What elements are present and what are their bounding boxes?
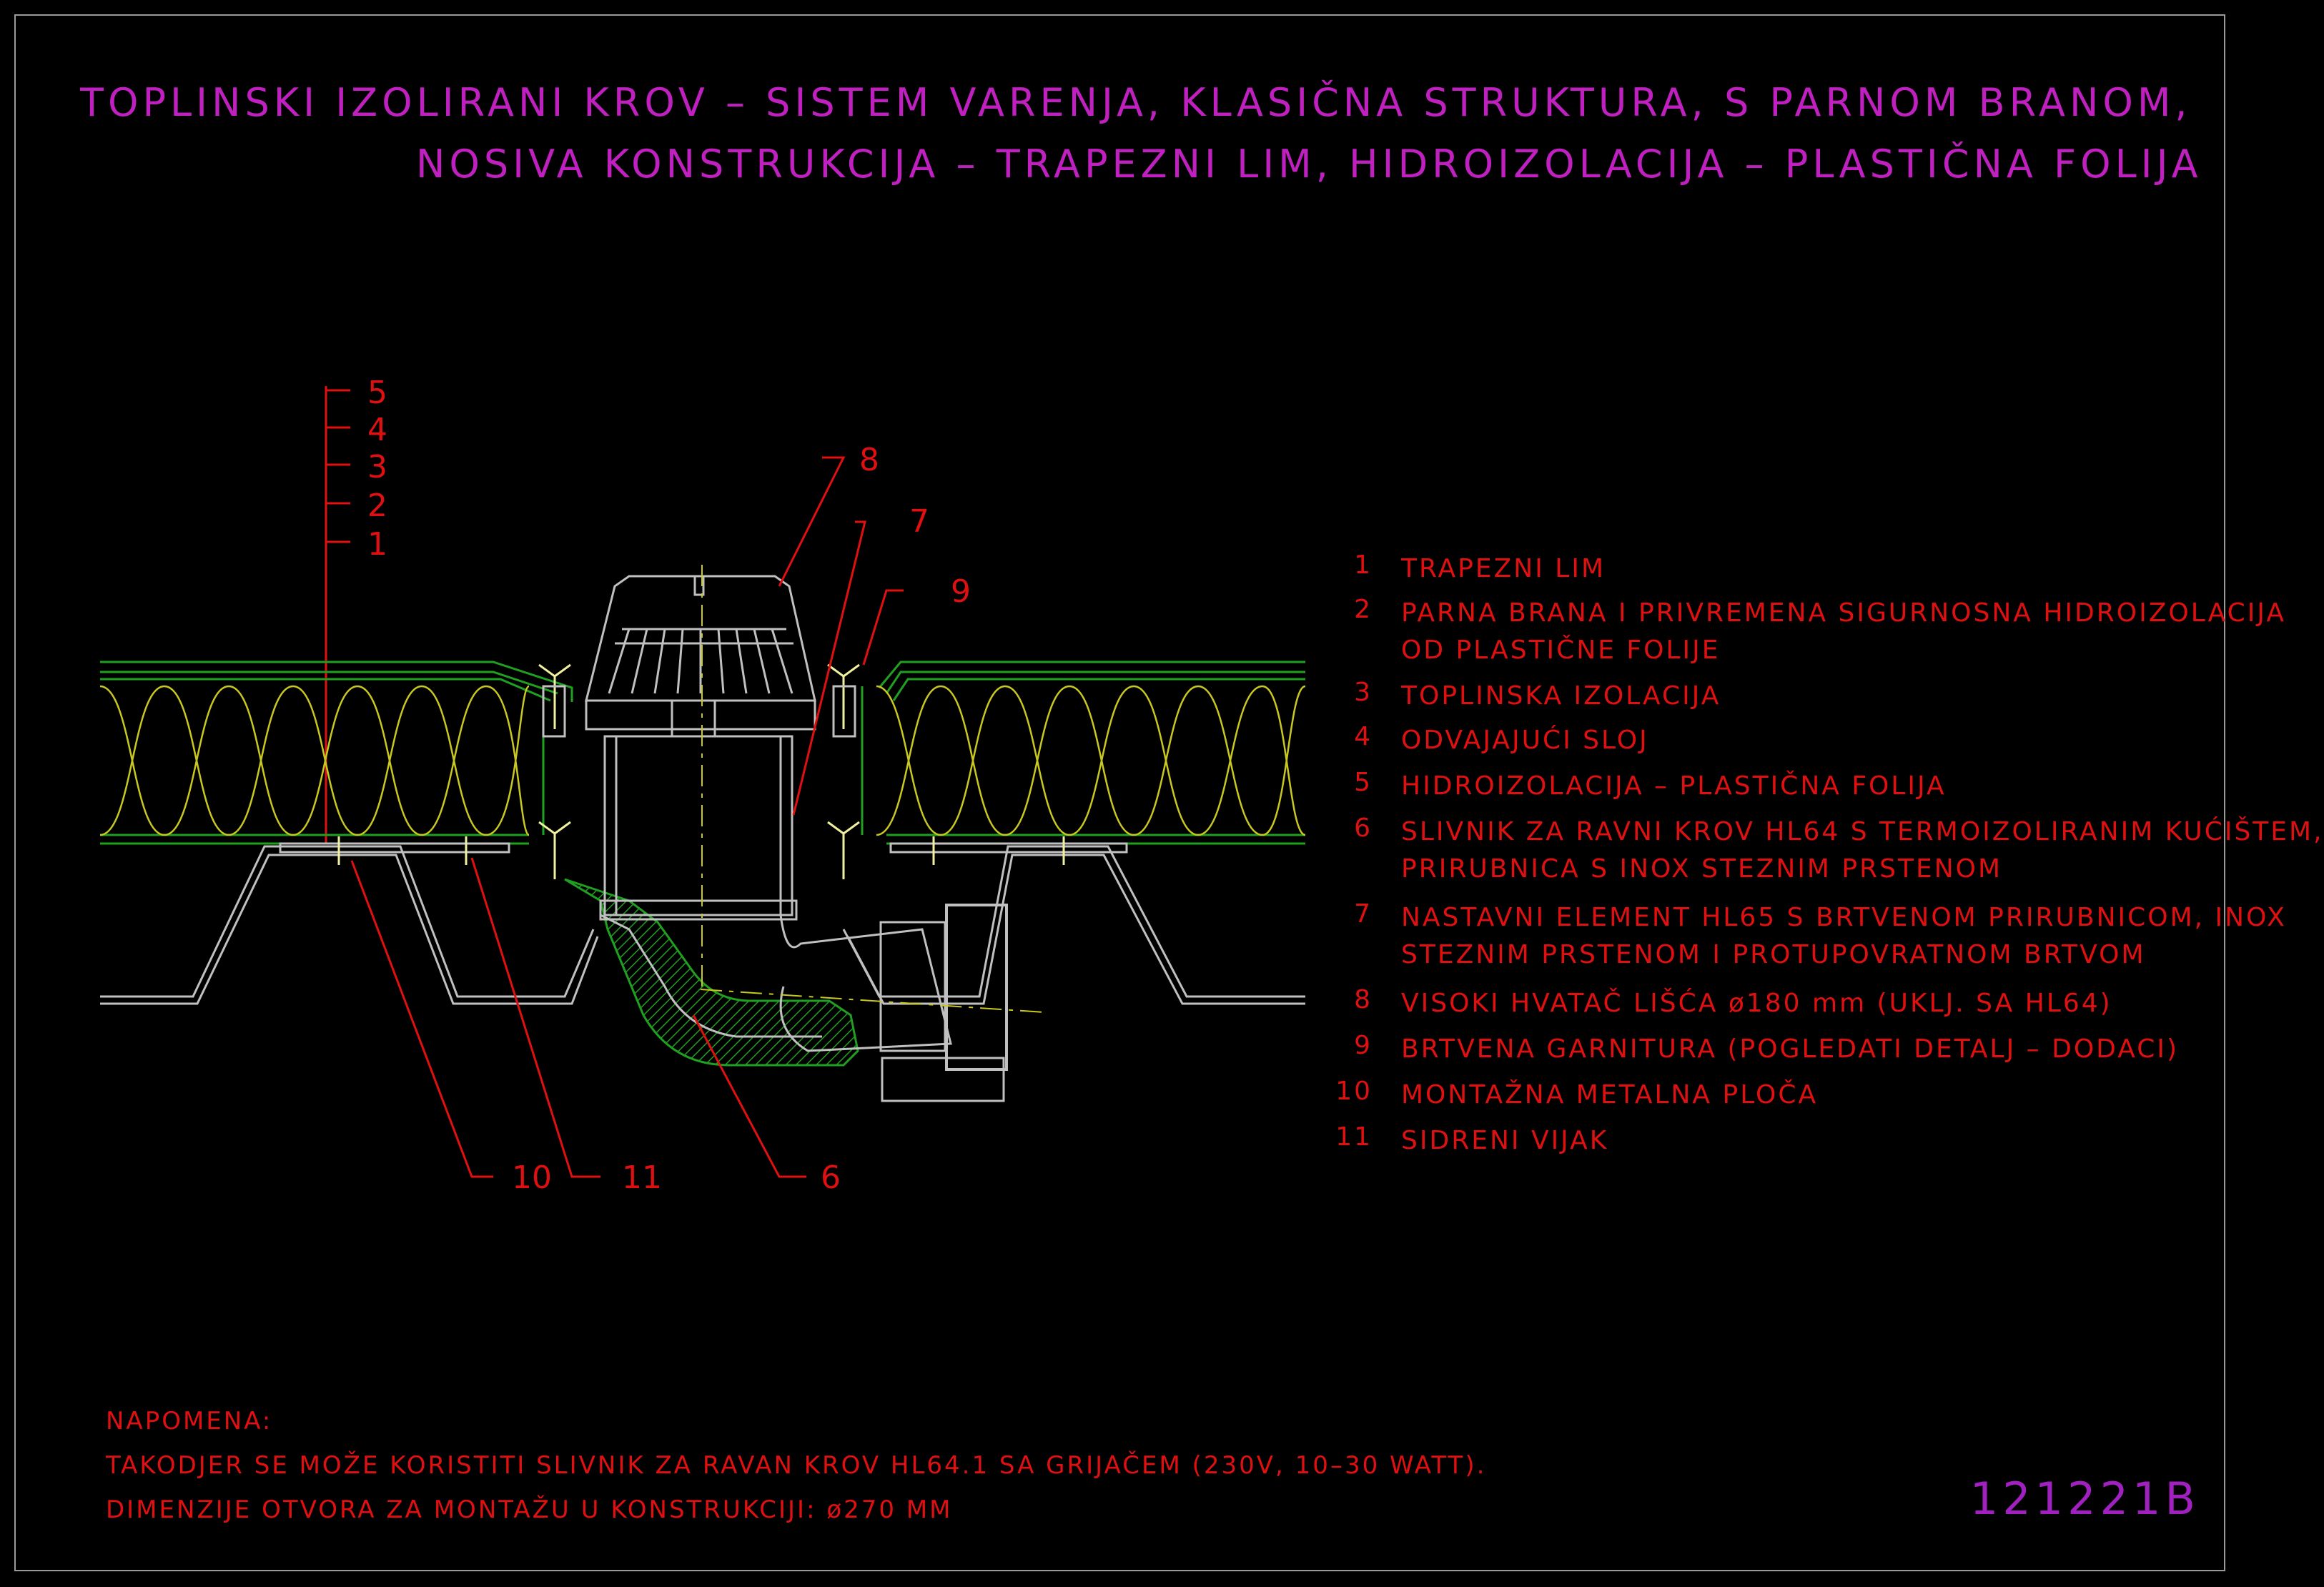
layer-marker-1: 1 — [367, 526, 387, 563]
callout-8: 8 — [859, 442, 879, 478]
top-membrane — [100, 661, 1305, 702]
insulation-right — [876, 685, 1306, 836]
trapezoidal-steel-sheet — [100, 845, 1305, 1005]
drain-pipe — [585, 699, 816, 921]
insulation-left — [99, 685, 530, 836]
layer-marker-3: 3 — [367, 449, 387, 485]
centerlines — [700, 565, 1044, 1013]
anchor-screws — [337, 836, 1065, 865]
note-line-1: TAKODJER SE MOŽE KORISTITI SLIVNIK ZA RA… — [106, 1451, 1487, 1480]
title-line-2: NOSIVA KONSTRUKCIJA – TRAPEZNI LIM, HIDR… — [416, 142, 2202, 187]
callout-11: 11 — [622, 1160, 662, 1196]
roof-drain-section-drawing: 5 4 3 2 1 — [99, 375, 1306, 1196]
note-heading: NAPOMENA: — [106, 1407, 273, 1435]
layer-marker-scale: 5 4 3 2 1 — [325, 375, 387, 844]
callout-6: 6 — [821, 1160, 841, 1196]
drawing-code: 121221B — [1969, 1473, 2200, 1525]
title-line-1: TOPLINSKI IZOLIRANI KROV – SISTEM VARENJ… — [80, 80, 2192, 125]
layer-marker-2: 2 — [367, 488, 387, 524]
layer-marker-5: 5 — [367, 375, 387, 411]
drawing-frame — [14, 14, 2225, 1571]
callout-9: 9 — [951, 573, 971, 610]
drain-body — [564, 878, 859, 1067]
leaf-catcher — [585, 575, 816, 702]
layer-marker-4: 4 — [367, 412, 387, 448]
mounting-plate — [279, 842, 1128, 854]
callout-7: 7 — [909, 503, 929, 540]
note-line-2: DIMENZIJE OTVORA ZA MONTAŽU U KONSTRUKCI… — [106, 1495, 953, 1524]
clamping-bolts — [538, 663, 860, 879]
outlet-elbow — [779, 904, 1008, 1102]
callout-10: 10 — [512, 1160, 552, 1196]
leader-lines — [350, 456, 904, 1178]
